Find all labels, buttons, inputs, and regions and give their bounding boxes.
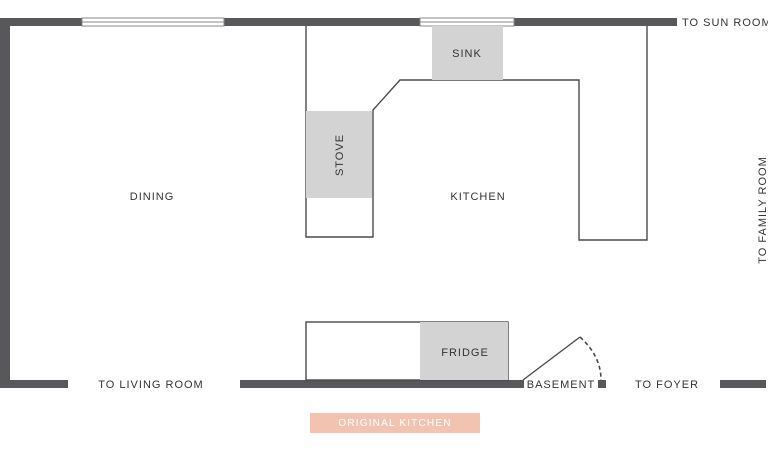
top-wall-left [0,18,82,26]
dining-label: DINING [130,191,175,203]
fridge-label: FRIDGE [441,347,489,359]
basement-door-leaf [522,336,581,381]
stove-label: STOVE [334,134,346,176]
top-wall-right [514,18,677,26]
window-kitchen [419,17,515,27]
bottom-wall-right [720,380,766,388]
to-living-room-label: TO LIVING ROOM [98,379,203,391]
to-sun-room-label: TO SUN ROOM [682,17,768,29]
fridge [420,322,508,380]
window-dining [81,17,225,27]
stove [306,111,372,198]
sink-label: SINK [452,48,482,60]
caption-text: ORIGINAL KITCHEN [338,417,452,429]
counter-left-run [305,26,648,241]
kitchen-label: KITCHEN [450,191,505,203]
to-foyer-label: TO FOYER [635,379,699,391]
caption-badge: ORIGINAL KITCHEN [310,413,480,433]
sink [432,26,503,80]
basement-label: BASEMENT [527,379,596,391]
basement-door-swing [579,336,602,381]
basement-door-jamb [598,380,606,388]
bottom-wall-middle [240,380,524,388]
walls [0,18,766,388]
left-wall [0,18,10,388]
to-family-room-label: TO FAMILY ROOM [757,156,768,264]
bottom-wall-left [0,380,68,388]
top-wall-middle [224,18,420,26]
